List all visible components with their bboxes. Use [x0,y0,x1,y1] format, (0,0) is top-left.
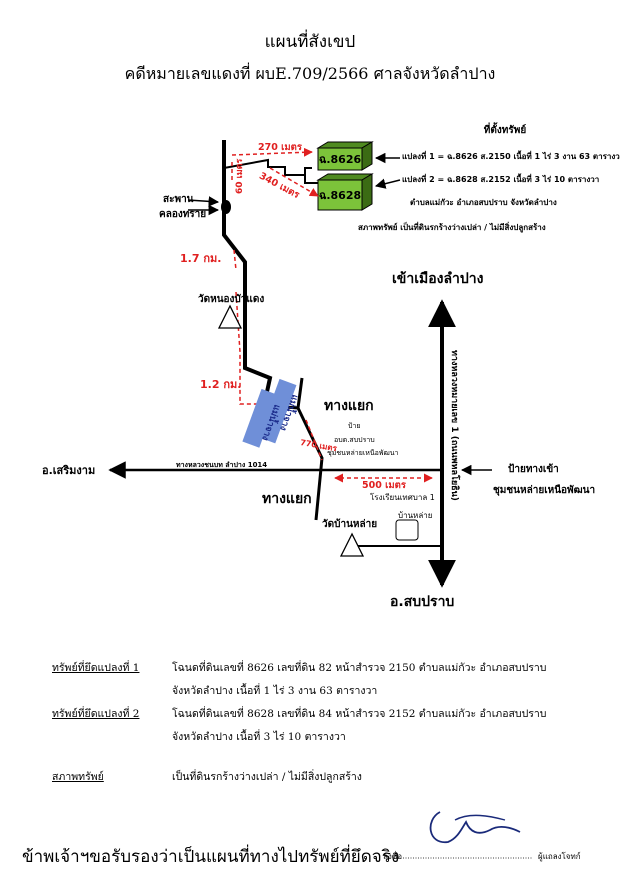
distance-1-7km: 1.7 กม. [180,252,221,265]
condition-label: สภาพทรัพย์ [52,771,104,783]
to-lampang: เข้าเมืองลำปาง [392,271,484,287]
temple-banlai-label: วัดบ้านหล่าย [322,518,377,530]
location-heading: ที่ตั้งทรัพย์ [484,122,527,136]
highway-1-label: ทางหลวงหมายเลข 1 (ถนนพหลโยธิน) [449,350,461,501]
entrance-sign-line-2: ชุมชนหล่ายเหนือพัฒนา [493,484,595,496]
parcel-8626-label: ฉ.8626 [319,153,362,166]
condition-summary: สภาพทรัพย์ เป็นที่ดินรกร้างว่างเปล่า / ไ… [358,221,546,233]
plot1-label: ทรัพย์ที่ยึดแปลงที่ 1 [52,662,140,674]
distance-60m: 60 เมตร [235,158,245,194]
case-number-title: คดีหมายเลขแดงที่ ผบE.709/2566 ศาลจังหวัด… [124,64,496,83]
plot2-text-line2: จังหวัดลำปาง เนื้อที่ 3 ไร่ 10 ตารางวา [172,731,346,743]
condition-text: เป็นที่ดินรกร้างว่างเปล่า / ไม่มีสิ่งปลู… [172,771,362,783]
distance-270m: 270 เมตร [258,142,303,153]
map-title: แผนที่สังเขป [264,32,356,52]
bridge-marker [221,200,231,214]
parcel-8626: ฉ.8626 [316,141,374,171]
entrance-sign-line-1: ป้ายทางเข้า [508,463,559,475]
certification-statement: ข้าพเจ้าฯขอรับรองว่าเป็นแผนที่ทางไปทรัพย… [22,847,400,867]
sign-line-1: ป้าย [348,422,360,430]
junction-upper-label: ทางแยก [324,398,374,414]
plot1-summary: แปลงที่ 1 = ฉ.8626 ส.2150 เนื้อที่ 1 ไร่… [402,150,620,161]
plot2-text-line1: โฉนดที่ดินเลขที่ 8628 เลขที่ดิน 84 หน้าส… [172,708,547,720]
temple-banlai-icon [339,532,365,557]
parcel-8628: ฉ.8628 [316,173,374,211]
to-sopprap: อ.สบปราบ [390,594,454,610]
to-soemngam: อ.เสริมงาม [42,464,95,477]
parcel-8628-label: ฉ.8628 [319,189,361,202]
tambon-summary: ตำบลแม่กัวะ อำเภอสบปราบ จังหวัดลำปาง [410,198,557,207]
bridge-label-1: สะพาน [163,194,194,205]
access-road-to-parcel2 [304,175,318,184]
river-chang: แม่น้ำจาง แม่น้ำจาง [242,378,302,448]
plot1-text-line1: โฉนดที่ดินเลขที่ 8626 เลขที่ดิน 82 หน้าส… [172,662,547,674]
bridge-label-2: คลองทราย [159,209,206,220]
sign-line-3: ชุมชนหล่ายเหนือพัฒนา [327,449,399,457]
distance-1-2km: 1.2 กม. [200,378,241,391]
banlai-label: บ้านหล่าย [398,511,432,520]
junction-lower-label: ทางแยก [262,491,312,507]
plot2-label: ทรัพย์ที่ยึดแปลงที่ 2 [52,708,140,720]
sign-prefix: ลงชื่อ [383,852,403,861]
sign-suffix: ผู้แถลงโจทก์ [538,852,581,861]
access-road-to-parcels [223,158,312,176]
highway-1014-label: ทางหลวงชนบท ลำปาง 1014 [176,461,267,469]
distance-500m: 500 เมตร [362,480,407,491]
local-road [222,140,273,416]
banlai-building [395,519,419,541]
temple-nongbuadaeng-label: วัดหนองบัวแดง [198,293,264,305]
sign-line-2: อบต.สบปราบ [334,436,375,444]
school-label: โรงเรียนเทศบาล 1 [370,492,435,502]
signature [429,811,521,843]
plot1-text-line2: จังหวัดลำปาง เนื้อที่ 1 ไร่ 3 งาน 63 ตาร… [172,685,378,697]
road-to-highway-1014 [296,407,324,521]
temple-nongbuadaeng-icon [217,304,243,329]
plot2-summary: แปลงที่ 2 = ฉ.8628 ส.2152 เนื้อที่ 3 ไร่… [402,173,599,184]
